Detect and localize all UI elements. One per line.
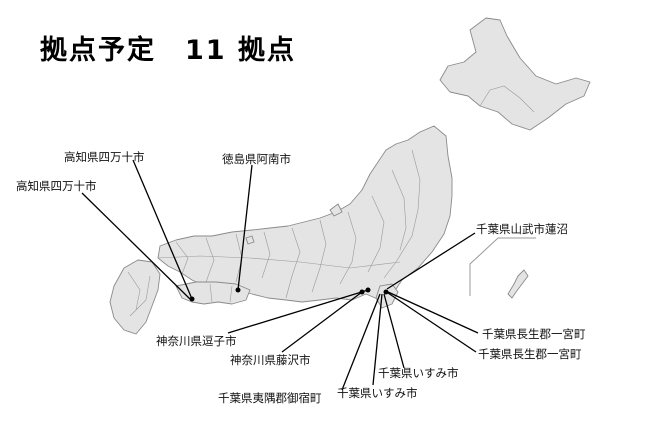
label-kanagawa-zushi: 神奈川県逗子市: [156, 334, 237, 348]
label-kanagawa-fujisawa: 神奈川県藤沢市: [230, 353, 311, 367]
label-chiba-isumi-2: 千葉県いすみ市: [378, 366, 459, 380]
leader-ichinomiya-2: [387, 292, 477, 353]
leader-zushi: [227, 289, 369, 334]
marker-kochi: [189, 296, 195, 302]
label-chiba-sammu-hasunuma: 千葉県山武市蓮沼: [476, 222, 568, 236]
page-title: 拠点予定 11 拠点: [40, 35, 296, 66]
leader-anan: [237, 164, 253, 291]
marker-boso: [383, 289, 389, 295]
label-kochi-shimanto-2: 高知県四万十市: [16, 179, 97, 193]
shikoku: [175, 281, 251, 305]
kyushu: [109, 259, 161, 335]
site-markers: [189, 287, 389, 302]
leader-lines: [81, 159, 479, 391]
label-tokushima-anan: 徳島県阿南市: [222, 152, 291, 166]
label-chiba-ichinomiya-2: 千葉県長生郡一宮町: [478, 347, 582, 361]
label-chiba-ichinomiya-1: 千葉県長生郡一宮町: [482, 327, 586, 341]
label-kochi-shimanto-1: 高知県四万十市: [64, 150, 145, 164]
label-chiba-onjuku: 千葉県夷隅郡御宿町: [218, 391, 322, 405]
leader-onjuku: [341, 293, 381, 391]
label-chiba-isumi-1: 千葉県いすみ市: [337, 386, 418, 400]
leader-fujisawa: [281, 291, 363, 353]
leader-ichinomiya-1: [387, 291, 479, 334]
marker-fujisawa: [359, 289, 365, 295]
leader-hasunuma: [386, 232, 476, 290]
hokkaido: [439, 17, 591, 131]
marker-anan: [235, 287, 241, 293]
leader-isumi-2: [383, 293, 405, 369]
marker-zushi: [365, 287, 371, 293]
okinawa: [507, 269, 529, 299]
leader-kochi-1: [132, 159, 193, 300]
okinawa-inset-frame: [469, 237, 536, 296]
leader-isumi-1: [372, 293, 383, 386]
leader-kochi-2: [81, 192, 191, 300]
